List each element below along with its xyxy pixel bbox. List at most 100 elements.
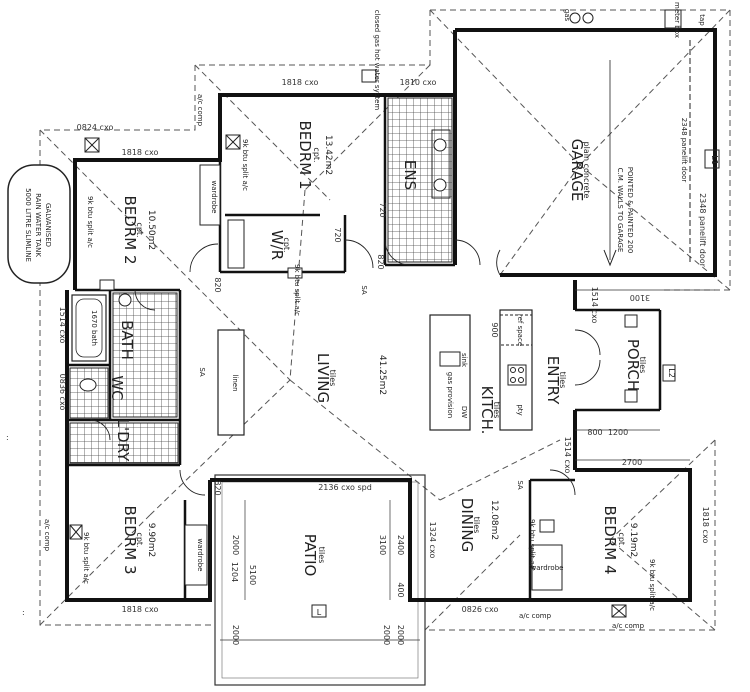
dim-1514-entry: 1514 cxo <box>590 287 599 324</box>
living-area: 41.25m2 <box>377 355 387 395</box>
dim-1514-left: 1514 cxo <box>58 307 67 344</box>
wc-tiles <box>69 367 109 419</box>
dim-820a: 820 <box>376 254 385 269</box>
sink-label: sink <box>460 353 468 368</box>
garage-name: GARAGE <box>568 139 586 202</box>
kitchen-island <box>429 314 471 431</box>
ac-comp-label-4: a/c comp <box>612 622 645 630</box>
bedrm4-finish: cpt. <box>617 532 626 547</box>
kitchen-name: KITCH. <box>478 386 496 435</box>
ens-basin-1 <box>433 138 447 152</box>
dim-1324: 1324 cxo <box>428 522 437 559</box>
wc-name: WC <box>108 375 126 400</box>
dim-1818-top: 1818 cxo <box>282 78 319 87</box>
rainwater-tank <box>7 164 71 284</box>
dining-finish: tiles <box>472 517 481 534</box>
ac-label-b4: 9k btu split a/c <box>648 559 656 611</box>
garage-note-2: C.M. WALLS TO GARAGE <box>616 168 624 253</box>
living-labels: LIVING tiles <box>314 353 337 403</box>
meter-box-label: meter box <box>673 2 681 38</box>
bedrm4-labels: BEDRM 4 cpt. 9.19m2 <box>601 506 638 575</box>
l-patio-box <box>311 604 327 618</box>
dw-label: DW <box>460 406 468 418</box>
bed4-wardrobe <box>531 544 563 591</box>
bedrm3-labels: BEDRM 3 cpt. 9.90m2 <box>121 506 156 575</box>
sa-label-3: SA <box>516 480 524 490</box>
dim-720a: 720 <box>333 227 342 242</box>
patio-name: PATIO <box>301 534 319 577</box>
tap-icon <box>582 12 594 24</box>
dining-area: 12.08m2 <box>489 500 499 540</box>
bedrm1-area: 13.42m2 <box>323 135 333 175</box>
toilet-icon <box>79 378 97 392</box>
entry-finish: tiles <box>558 372 567 389</box>
dim-1818-right: 1818 cxo <box>701 507 710 544</box>
l2-box <box>662 364 676 382</box>
garage-note-1: POINTED & PAINTED 200 <box>626 167 634 254</box>
l2-label: L2 <box>667 368 676 378</box>
basin-icon <box>118 293 132 307</box>
l1-label: L1 <box>710 155 719 165</box>
tank-line-3: GALVANISED <box>44 203 52 247</box>
gas-provision-label: gas provision <box>446 372 454 418</box>
margin-mark-2: : <box>22 608 25 617</box>
bedrm1-labels: BEDRM 1 cpt. 13.42m2 <box>296 121 333 190</box>
wir-finish: cpt. <box>282 237 291 252</box>
living-name: LIVING <box>314 353 332 403</box>
dimension-lines <box>220 289 715 641</box>
dim-5100: 5100 <box>248 565 257 585</box>
bath-tiles <box>112 292 178 418</box>
dimension-labels: 1818 cxo 1810 cxo 1818 cxo 1514 cxo 0836… <box>58 78 710 645</box>
ac-units <box>69 69 627 618</box>
cooktop-icon <box>507 364 527 386</box>
dim-1810: 1810 cxo <box>400 78 437 87</box>
meter-box-icon <box>664 9 682 29</box>
tank-line-1: 5000 LITRE SLIMLINE <box>24 188 32 262</box>
dim-3100-patio: 3100 <box>378 535 387 555</box>
kitchen-labels: KITCH. tiles <box>478 386 501 435</box>
dim-2000c: 2000 <box>382 625 391 645</box>
ac-label-b2: 9k btu split a/c <box>86 196 94 248</box>
bedrm2-name: BEDRM 2 <box>121 196 139 265</box>
laundry-tiles <box>69 422 179 464</box>
dining-labels: DINING tiles <box>458 498 481 552</box>
porch-name: PORCH <box>624 339 642 391</box>
dim-720b: 720 <box>378 202 387 217</box>
ac-label-living: 9k btu split a/c <box>293 264 301 316</box>
laundry-name: L'DRY <box>114 419 132 462</box>
l1-box <box>704 149 720 169</box>
dim-1514-din: 1514 cxo <box>563 437 572 474</box>
dim-3100-top: 3100 <box>630 293 650 302</box>
ac-label-b3: 9k btu split a/c <box>82 532 90 584</box>
ac-comp-label-1: a/c comp <box>196 94 204 127</box>
wir-name: W/R <box>268 230 286 260</box>
bedrm4-area: 9.19m2 <box>628 523 638 558</box>
bath-size-label: 1670 bath <box>90 310 98 346</box>
wir-robe <box>227 219 245 269</box>
dim-2400: 2400 <box>396 535 405 555</box>
dim-2000a: 2000 <box>231 535 240 555</box>
tank-line-2: RAIN WATER TANK <box>34 193 42 257</box>
bedrm4-name: BEDRM 4 <box>601 506 619 575</box>
porch-finish: tiles <box>638 357 647 374</box>
sa-label-2: SA <box>360 285 368 295</box>
bedrm1-name: BEDRM 1 <box>296 121 314 190</box>
dim-820c: 820 <box>213 480 222 495</box>
tank-labels: 5000 LITRE SLIMLINE RAIN WATER TANK GALV… <box>24 188 52 262</box>
bed2-wardrobe <box>199 164 221 226</box>
dining-name: DINING <box>458 498 476 552</box>
ac-comp-label-3: a/c comp <box>519 612 552 620</box>
bedrm3-finish: cpt. <box>135 532 144 547</box>
dim-900: 900 <box>490 322 499 337</box>
wardrobe-label-b3: wardrobe <box>196 539 204 572</box>
dim-2136: 2136 cxo spd <box>318 483 372 492</box>
l-patio-label: L <box>317 608 322 617</box>
dim-1818-b3: 1818 cxo <box>122 605 159 614</box>
linen-cupboard <box>217 329 245 436</box>
dim-2000d: 2000 <box>396 625 405 645</box>
patio-slab <box>214 474 426 686</box>
wardrobe-label-b2: wardrobe <box>210 181 218 214</box>
dim-2700: 2700 <box>622 458 642 467</box>
ac-labels: 9k btu split a/c 9k btu split a/c 9k btu… <box>43 94 656 630</box>
bathtub <box>71 294 107 362</box>
